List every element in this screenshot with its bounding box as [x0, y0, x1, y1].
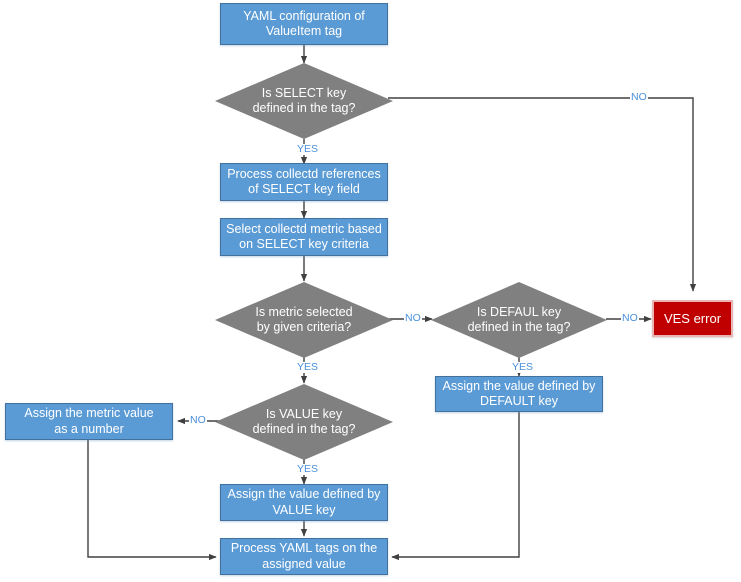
node-decision-select-key[interactable]: Is SELECT key defined in the tag?	[214, 62, 394, 140]
node-decision-value-line2: defined in the tag?	[252, 422, 356, 436]
node-decision-select-key-line2: defined in the tag?	[252, 101, 356, 115]
node-process-collectd-references[interactable]: Process collectd references of SELECT ke…	[220, 163, 388, 201]
diamond-shape	[215, 63, 393, 139]
node-decision-select-key-line1: Is SELECT key	[261, 85, 347, 100]
edge-label-select-no: NO	[630, 91, 648, 103]
node-decision-value-line1: Is VALUE key	[265, 406, 343, 421]
node-ves-error-label: VES error	[663, 310, 722, 326]
node-process-refs-line1: Process collectd references	[227, 166, 381, 181]
node-assign-number-line2: as a number	[54, 421, 124, 436]
node-process-select-metric-line1: Select collectd metric based	[226, 221, 382, 236]
edge-label-value-yes: YES	[296, 463, 320, 475]
diamond-shape	[215, 282, 393, 358]
edge-assigndefault-loop	[391, 412, 520, 561]
edge-label-select-yes: YES	[296, 143, 320, 155]
node-assign-default-line2: DEFAULT key	[479, 394, 559, 408]
node-assign-number-line1: Assign the metric value	[24, 406, 154, 421]
node-decision-metric-line1: Is metric selected	[255, 304, 353, 319]
node-assign-value-line1: Assign the value defined by	[227, 487, 381, 502]
node-process-refs-line2: of SELECT key field	[248, 182, 360, 196]
node-decision-default-line2: defined in the tag?	[467, 320, 571, 334]
edge-select-no	[388, 97, 697, 292]
edge-label-default-no: NO	[621, 312, 639, 324]
edge-assignnumber-loop	[87, 440, 217, 561]
edge-label-default-yes: YES	[511, 361, 535, 373]
node-start-line2: ValueItem tag	[265, 24, 343, 38]
node-decision-metric-line2: by given criteria?	[256, 320, 352, 334]
node-decision-default-key[interactable]: Is DEFAUL key defined in the tag?	[430, 281, 608, 359]
node-decision-metric-selected[interactable]: Is metric selected by given criteria?	[214, 281, 394, 359]
diamond-shape	[215, 384, 393, 460]
node-process-yaml-tags[interactable]: Process YAML tags on the assigned value	[220, 538, 388, 575]
node-assign-value-line2: VALUE key	[272, 502, 336, 517]
node-assign-value-key[interactable]: Assign the value defined by VALUE key	[220, 484, 388, 521]
node-assign-default-line1: Assign the value defined by	[442, 378, 596, 393]
node-ves-error[interactable]: VES error	[652, 300, 733, 337]
node-process-select-metric-line2: on SELECT key criteria	[239, 237, 369, 251]
diamond-shape	[431, 282, 607, 358]
node-process-yaml-line1: Process YAML tags on the	[230, 541, 378, 556]
node-decision-default-line1: Is DEFAUL key	[476, 304, 562, 319]
edge-label-value-no: NO	[189, 414, 207, 426]
edge-label-metric-yes: YES	[296, 361, 320, 373]
node-assign-default-value[interactable]: Assign the value defined by DEFAULT key	[435, 376, 603, 412]
node-process-yaml-line2: assigned value	[262, 556, 346, 571]
node-process-select-metric[interactable]: Select collectd metric based on SELECT k…	[220, 218, 388, 256]
node-start[interactable]: YAML configuration of ValueItem tag	[220, 3, 388, 45]
node-assign-metric-number[interactable]: Assign the metric value as a number	[5, 403, 173, 440]
edge-label-metric-no: NO	[404, 312, 422, 324]
node-start-line1: YAML configuration of	[243, 8, 365, 23]
node-decision-value-key[interactable]: Is VALUE key defined in the tag?	[214, 383, 394, 461]
